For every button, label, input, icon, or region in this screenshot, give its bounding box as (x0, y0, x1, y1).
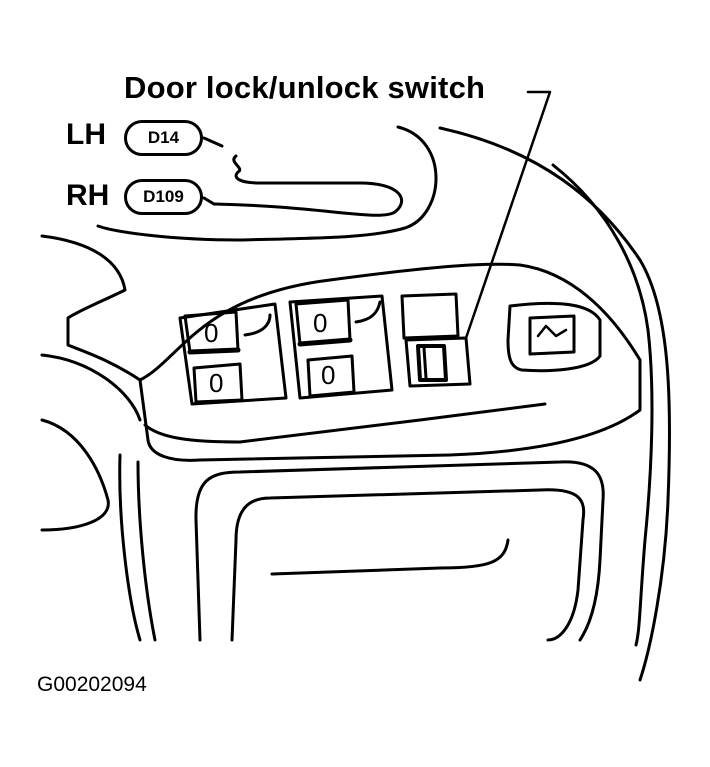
switch-panel-housing (40, 234, 642, 462)
window-switch-cluster-left (178, 302, 288, 406)
door-trim-contours (96, 125, 672, 682)
door-pocket-frame (118, 453, 605, 642)
window-switch-cluster-right (288, 294, 394, 400)
callout-title: Door lock/unlock switch (124, 70, 486, 105)
lh-label: LH (66, 118, 106, 151)
rh-label: RH (66, 179, 110, 212)
lh-connector-leader (202, 136, 224, 148)
switch-rocker-glyph: 0 (321, 360, 336, 390)
switch-rocker-glyph: 0 (204, 318, 219, 348)
connector-tag-lh: D14 (124, 120, 203, 156)
left-curved-surface (40, 353, 142, 532)
callout-leader-line (464, 90, 552, 340)
switch-rocker-glyph: 0 (313, 308, 328, 338)
mirror-control-switch (506, 301, 602, 373)
figure-id: G00202094 (37, 673, 147, 696)
switch-rocker-glyph: 0 (209, 368, 224, 398)
rh-connector-leader (202, 196, 216, 206)
connector-tag-rh: D109 (124, 179, 203, 215)
door-lock-unlock-switch (400, 292, 472, 388)
